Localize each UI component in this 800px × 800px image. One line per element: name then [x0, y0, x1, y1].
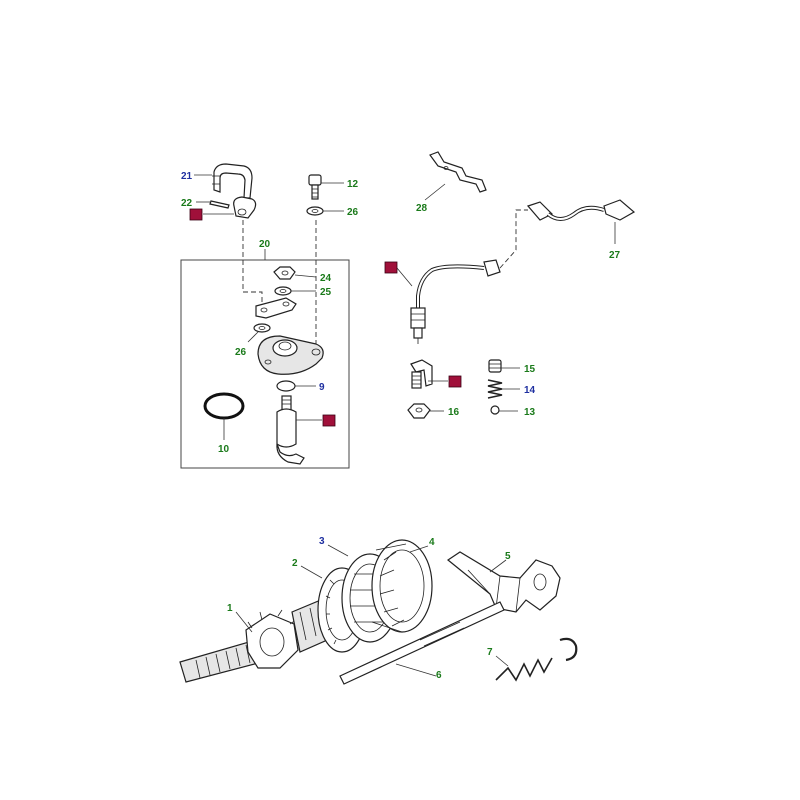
part-9-oring: [276, 380, 296, 392]
highlight-tag-shaft: [322, 414, 336, 427]
callout-21: 21: [181, 171, 193, 182]
selector-shaft: [276, 395, 305, 465]
callout-2: 2: [292, 558, 298, 569]
snap-ring: [559, 637, 578, 662]
callout-labels: 1 2 3 4 5 6 7 9 10 12 13 14 15 16 20 21 …: [181, 171, 621, 681]
callout-10: 10: [218, 444, 230, 455]
callout-4: 4: [429, 537, 435, 548]
callout-6: 6: [436, 670, 442, 681]
callout-1: 1: [227, 603, 233, 614]
part-4-gear: [371, 539, 433, 633]
part-16-nut: [407, 403, 431, 419]
highlight-tags: [189, 208, 462, 427]
part-25-washer: [274, 286, 292, 296]
highlight-tag-stud: [448, 375, 462, 388]
callout-9: 9: [319, 382, 325, 393]
part-26-washer-lower: [253, 323, 271, 333]
callout-27: 27: [609, 250, 621, 261]
part-15-plug: [488, 359, 502, 373]
callout-26-lower: 26: [235, 347, 247, 358]
part-28-bracket: [429, 151, 487, 193]
part-22-pin: [209, 200, 230, 209]
callout-26-top: 26: [347, 207, 359, 218]
callout-12: 12: [347, 179, 359, 190]
callout-28: 28: [416, 203, 428, 214]
callout-3: 3: [319, 536, 325, 547]
part-13-ball: [490, 405, 500, 415]
part-26-washer-top: [306, 206, 324, 216]
tagged-clip-part: [233, 196, 257, 219]
sensor-assembly: [396, 151, 636, 419]
part-10-large-oring: [203, 392, 245, 420]
part-14-spring: [487, 379, 503, 399]
callout-16: 16: [448, 407, 460, 418]
lever-plate: [255, 297, 297, 319]
callout-7: 7: [487, 647, 493, 658]
callout-20: 20: [259, 239, 271, 250]
callout-5: 5: [505, 551, 511, 562]
part-6-selector-rod: [339, 601, 505, 685]
gear-shaft-assembly: [179, 539, 578, 685]
part-24-nut: [273, 266, 296, 280]
callout-13: 13: [524, 407, 536, 418]
callout-24: 24: [320, 273, 332, 284]
part-21-bracket: [212, 163, 253, 199]
part-7-spring: [495, 657, 553, 682]
highlight-tag-clip: [189, 208, 203, 221]
reverse-light-switch-sensor: [410, 259, 501, 344]
selector-housing-assembly: [180, 163, 350, 469]
stud-bracket: [410, 359, 433, 389]
callout-22: 22: [181, 198, 193, 209]
housing-cover: [257, 335, 324, 375]
part-12-bolt: [308, 174, 322, 200]
callout-15: 15: [524, 364, 536, 375]
callout-25: 25: [320, 287, 332, 298]
highlight-tag-sensor: [384, 261, 398, 274]
callout-14: 14: [524, 385, 536, 396]
part-27-connector-harness: [526, 199, 636, 221]
